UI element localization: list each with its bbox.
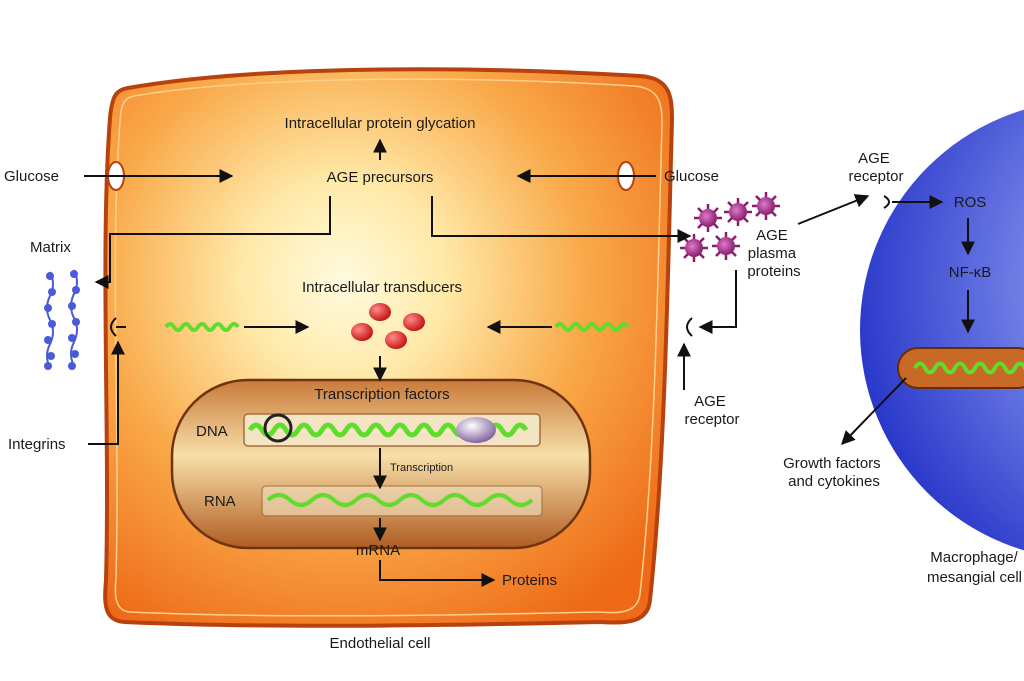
ros-label: ROS (954, 194, 987, 211)
macrophage-label: Macrophage/ mesangial cell (927, 549, 1022, 586)
dna-label: DNA (196, 423, 228, 440)
arrow-mrna-proteins (379, 560, 496, 587)
macrophage-dna (913, 361, 1024, 375)
age-receptor-outer-icon (883, 195, 890, 209)
arrow-nucleus-growth (841, 377, 907, 446)
macrophage-cell (860, 109, 1024, 551)
rna-strand (266, 493, 534, 507)
arrow-precursors-matrix (94, 196, 331, 289)
arrow-plasma-receptor-top (797, 194, 870, 225)
polymerase-pearl (456, 417, 496, 443)
glucose-left-label: Glucose (4, 168, 59, 185)
intracellular-transducers (351, 303, 425, 349)
age-receptor-chain (554, 322, 630, 332)
arrow-precursors-plasma (431, 196, 692, 243)
nfkb-label: NF-κB (949, 264, 992, 281)
age-receptor-inner-label: AGE receptor (684, 393, 739, 428)
dna-loop (263, 413, 293, 443)
glucose-right-label: Glucose (664, 168, 719, 185)
age-plasma-proteins-label: AGE plasma proteins (747, 227, 800, 280)
rna-label: RNA (204, 493, 236, 510)
intracellular-glycation-label: Intracellular protein glycation (285, 115, 476, 132)
age-receptor-top-label: AGE receptor (848, 150, 903, 185)
arrows (84, 138, 975, 587)
endothelial-cell-label: Endothelial cell (330, 635, 431, 652)
integrin-chain (164, 322, 240, 332)
integrin-receptor-icon (110, 317, 126, 337)
transcription-label: Transcription (390, 462, 453, 474)
arrow-integrins-receptor (88, 340, 125, 445)
age-receptor-inner-icon (686, 317, 693, 337)
arrow-plasma-receptor (698, 270, 737, 334)
integrins-label: Integrins (8, 436, 66, 453)
proteins-label: Proteins (502, 572, 557, 589)
growth-factors-label: Growth factors and cytokines (783, 455, 885, 490)
intracellular-transducers-label: Intracellular transducers (302, 279, 462, 296)
matrix-label: Matrix (30, 239, 71, 256)
mrna-label: mRNA (356, 542, 400, 559)
matrix-strands (44, 269, 80, 370)
transcription-factors-label: Transcription factors (314, 386, 449, 403)
age-plasma-proteins (680, 192, 780, 262)
age-precursors-label: AGE precursors (327, 169, 434, 186)
